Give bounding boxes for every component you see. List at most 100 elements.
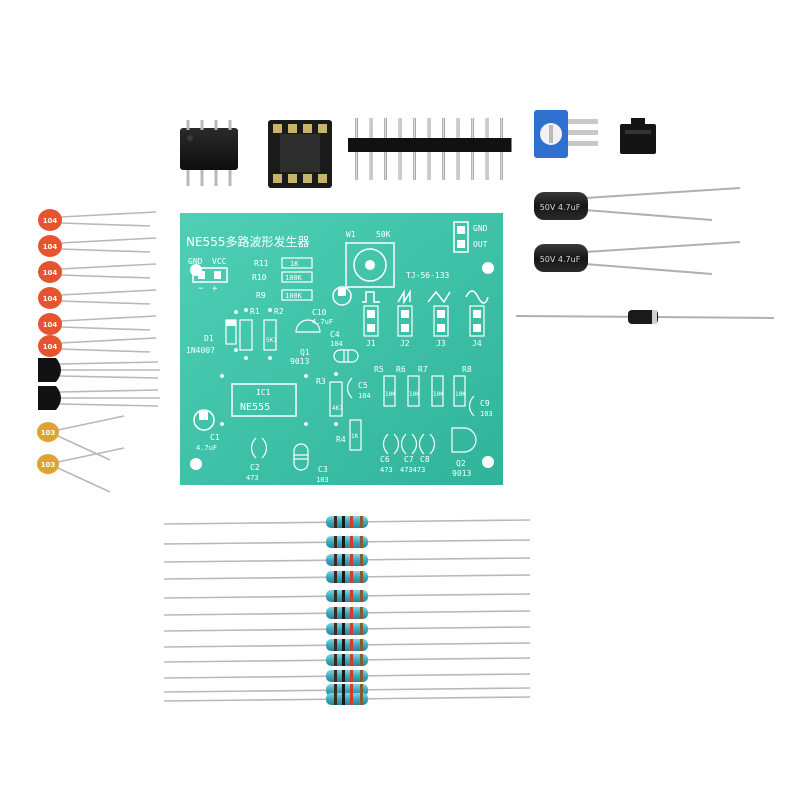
- resistor: [163, 654, 531, 666]
- label-c9: C9: [480, 399, 490, 408]
- q2-footprint: [451, 427, 477, 453]
- label-c10-val: 4.7uF: [312, 318, 333, 326]
- label-r1: R1: [250, 307, 260, 316]
- label-plus: +: [212, 284, 218, 294]
- label-q1-val: 9013: [290, 357, 309, 366]
- label-c1-val: 4.7uF: [196, 444, 217, 452]
- ceramic-capacitor-104: 104: [38, 335, 157, 357]
- ceramic-capacitor-104: 104: [38, 313, 157, 335]
- ceramic-capacitor-104: 104: [38, 235, 157, 257]
- label-c2: C2: [250, 463, 260, 472]
- label-q2: Q2: [456, 459, 466, 468]
- label-r8: R8: [462, 365, 472, 374]
- label-j4: J4: [472, 339, 482, 348]
- label-r10-val: 100K: [285, 274, 303, 282]
- resistor: [163, 623, 531, 635]
- label-w1: W1: [346, 230, 356, 239]
- label-c6-val: 473: [380, 466, 393, 474]
- label-r2-val: 5K1: [266, 337, 277, 344]
- ceramic-cap-label: 104: [43, 243, 58, 251]
- pcb-board: NE555多路波形发生器 GND VCC − + GND OUT W1 50K …: [180, 213, 503, 485]
- label-q1: Q1: [300, 348, 310, 357]
- label-ic1-val: NE555: [240, 402, 270, 413]
- resistor: [163, 590, 531, 602]
- label-r2: R2: [274, 307, 284, 316]
- ceramic-capacitor-103: 103: [37, 415, 125, 461]
- ceramic-capacitor-103: 103: [37, 447, 125, 493]
- label-c5-val: 104: [358, 392, 371, 400]
- label-r3: R3: [316, 377, 326, 386]
- label-r3-val: 4K7: [332, 405, 343, 412]
- label-c8: C8: [420, 455, 430, 464]
- label-c78-val: 473473: [400, 466, 425, 474]
- ceramic-capacitor-104: 104: [38, 261, 157, 283]
- ceramic-cap-label: 104: [43, 321, 58, 329]
- label-r5: R5: [374, 365, 384, 374]
- label-minus: −: [198, 284, 204, 294]
- label-r4-val: 1K: [351, 433, 359, 440]
- label-ic1: IC1: [256, 388, 271, 397]
- ceramic-capacitor-104: 104: [38, 209, 157, 231]
- board-model: TJ-56-133: [406, 271, 450, 280]
- label-j1: J1: [366, 339, 376, 348]
- resistor: [163, 693, 531, 705]
- label-r8-val: 10K: [455, 391, 466, 398]
- label-c4: C4: [330, 330, 340, 339]
- ic1-footprint: [231, 383, 297, 417]
- q1-footprint: [295, 319, 321, 333]
- label-r11: R11: [254, 259, 269, 268]
- label-r9: R9: [256, 291, 266, 300]
- c4-footprint: [333, 349, 359, 363]
- ceramic-cap-label: 103: [41, 461, 56, 469]
- label-vcc: VCC: [212, 257, 227, 266]
- ic-socket: [268, 120, 332, 188]
- label-r10: R10: [252, 273, 267, 282]
- transistor-9013: [38, 386, 160, 410]
- c1-footprint: [193, 409, 215, 431]
- electrolytic-capacitor: 50V 4.7uF: [534, 241, 741, 275]
- label-gnd: GND: [188, 257, 203, 266]
- label-r11-val: 1K: [290, 260, 299, 268]
- ceramic-capacitor-104: 104: [38, 287, 157, 309]
- resistor-bundle: [163, 516, 531, 705]
- jumper-cap: [620, 118, 656, 154]
- label-c2-val: 473: [246, 474, 259, 482]
- label-r5-val: 10K: [385, 391, 396, 398]
- label-r7: R7: [418, 365, 428, 374]
- label-j3: J3: [436, 339, 446, 348]
- label-c7: C7: [404, 455, 414, 464]
- ne555-ic-chip: [180, 120, 238, 186]
- resistor: [163, 607, 531, 619]
- label-w1-value: 50K: [376, 230, 391, 239]
- ceramic-cap-label: 103: [41, 429, 56, 437]
- resistor: [163, 516, 531, 528]
- left-components: 104 104 104 104 104 104 103 103: [37, 209, 160, 493]
- label-out: OUT: [473, 240, 488, 249]
- label-q2-val: 9013: [452, 469, 471, 478]
- resistor: [163, 670, 531, 682]
- ceramic-cap-label: 104: [43, 343, 58, 351]
- ceramic-cap-label: 104: [43, 217, 58, 225]
- waveform-symbols: [362, 289, 489, 305]
- label-d1-val: 1N4007: [186, 346, 215, 355]
- c10-footprint: [332, 286, 352, 306]
- c3-footprint: [293, 443, 309, 471]
- label-d1: D1: [204, 334, 214, 343]
- label-r9-val: 100K: [285, 292, 303, 300]
- label-c9-val: 103: [480, 410, 493, 418]
- label-r7-val: 10K: [433, 391, 444, 398]
- power-connector-pad: [192, 267, 228, 283]
- w1-footprint: [345, 242, 395, 288]
- diode-1n4007: [515, 310, 775, 324]
- transistor-9013: [38, 358, 160, 382]
- label-c3-val: 103: [316, 476, 329, 484]
- trimmer-potentiometer: [534, 110, 598, 158]
- label-c1: C1: [210, 433, 220, 442]
- ceramic-cap-label: 104: [43, 295, 58, 303]
- label-c5: C5: [358, 381, 368, 390]
- board-title: NE555多路波形发生器: [186, 234, 309, 249]
- ceramic-cap-label: 104: [43, 269, 58, 277]
- label-r4: R4: [336, 435, 346, 444]
- elec-cap-label: 50V 4.7uF: [540, 255, 581, 264]
